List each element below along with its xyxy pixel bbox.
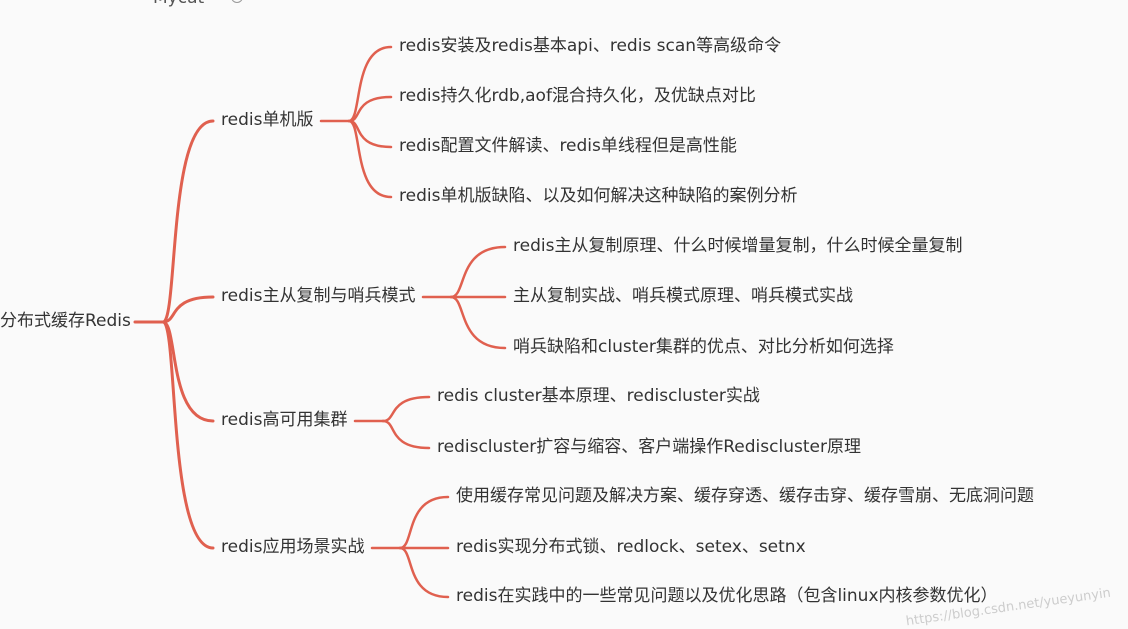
branch-connector-edge — [449, 295, 507, 350]
leaf-node[interactable]: 哨兵缺陷和cluster集群的优点、对比分析如何选择 — [513, 337, 894, 357]
branch-connector-edge — [381, 419, 431, 450]
leaf-node[interactable]: redis配置文件解读、redis单线程但是高性能 — [399, 136, 737, 156]
branch-node-replication-sentinel[interactable]: redis主从复制与哨兵模式 — [221, 286, 416, 306]
leaf-node[interactable]: redis安装及redis基本api、redis scan等高级命令 — [399, 36, 782, 56]
branch-connector-edge — [381, 395, 431, 423]
branch-node-scenarios[interactable]: redis应用场景实战 — [221, 537, 365, 557]
leaf-node[interactable]: redis实现分布式锁、redlock、setex、setnx — [456, 537, 806, 557]
branch-node-cluster[interactable]: redis高可用集群 — [221, 410, 348, 430]
leaf-node[interactable]: rediscluster扩容与缩容、客户端操作Rediscluster原理 — [437, 437, 861, 457]
branch-connector-edge — [347, 45, 393, 123]
partial-node-mycat[interactable]: Mycat — [153, 0, 204, 8]
root-connector-edge — [161, 295, 215, 324]
leaf-node[interactable]: redis持久化rdb,aof混合持久化，及优缺点对比 — [399, 86, 756, 106]
branch-connector-edge — [398, 495, 450, 550]
leaf-node[interactable]: 主从复制实战、哨兵模式原理、哨兵模式实战 — [513, 286, 853, 306]
leaf-node[interactable]: 使用缓存常见问题及解决方案、缓存穿透、缓存击穿、缓存雪崩、无底洞问题 — [456, 486, 1034, 506]
leaf-node[interactable]: redis在实践中的一些常见问题以及优化思路（包含linux内核参数优化） — [456, 586, 998, 606]
root-connector-edge — [161, 320, 215, 550]
branch-connector-edge — [398, 546, 450, 599]
branch-connector-edge — [347, 119, 393, 199]
leaf-node[interactable]: redis cluster基本原理、rediscluster实战 — [437, 386, 760, 406]
leaf-node[interactable]: redis主从复制原理、什么时候增量复制，什么时候全量复制 — [513, 236, 963, 256]
branch-node-standalone[interactable]: redis单机版 — [221, 110, 314, 130]
root-node[interactable]: 分布式缓存Redis — [0, 311, 131, 331]
leaf-node[interactable]: redis单机版缺陷、以及如何解决这种缺陷的案例分析 — [399, 186, 798, 206]
root-connector-edge — [161, 119, 215, 324]
branch-connector-edge — [449, 245, 507, 299]
